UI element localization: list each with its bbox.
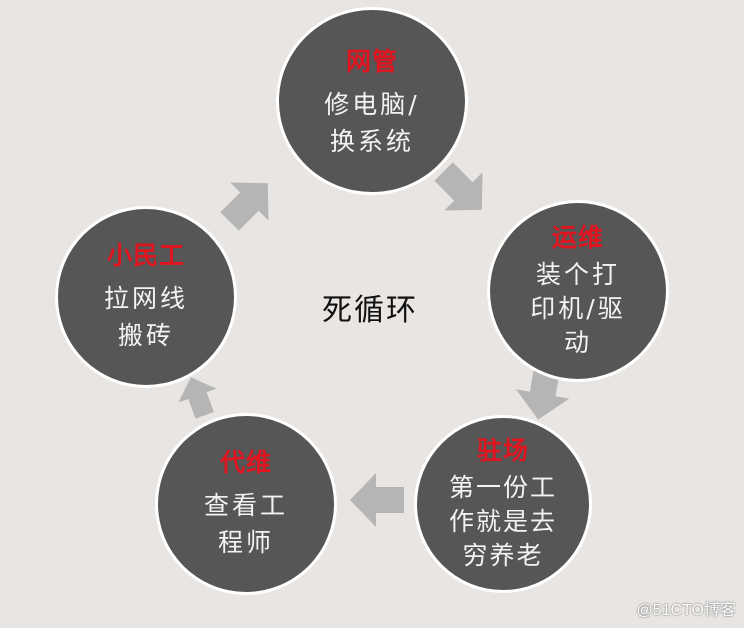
center-label: 死循环 xyxy=(322,293,418,328)
node-title: 驻场 xyxy=(476,436,529,465)
node-xiaomingong: 小民工 拉网线 搬砖 xyxy=(58,209,234,385)
node-daiwei: 代维 查看工 程师 xyxy=(158,416,334,592)
node-description: 修电脑/ 换系统 xyxy=(324,90,420,156)
arrow-zhuchang-to-daiwei-icon xyxy=(350,473,404,527)
node-yunwei: 运维 装个打 印机/驱 动 xyxy=(490,203,666,379)
node-zhuchang: 驻场 第一份工 作就是去 穷养老 xyxy=(417,418,589,590)
node-title: 网管 xyxy=(345,47,398,76)
node-description: 拉网线 搬砖 xyxy=(103,284,188,350)
node-description: 第一份工 作就是去 穷养老 xyxy=(448,473,557,570)
node-description: 装个打 印机/驱 动 xyxy=(530,260,626,357)
node-title: 代维 xyxy=(219,448,272,477)
node-description: 查看工 程师 xyxy=(203,491,288,557)
node-wangguan: 网管 修电脑/ 换系统 xyxy=(279,10,465,192)
watermark: @51CTO博客 xyxy=(636,602,736,619)
node-title: 运维 xyxy=(551,223,604,252)
arrow-xiaomingong-to-wangguan-icon xyxy=(210,164,287,241)
node-title: 小民工 xyxy=(106,241,185,270)
